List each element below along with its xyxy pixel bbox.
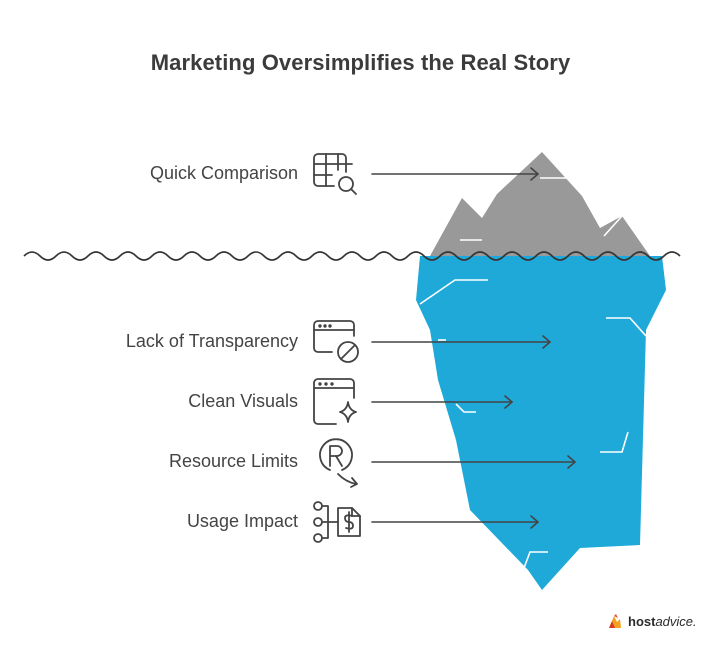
- registered-arrow-icon: [319, 438, 358, 488]
- arrow-usage-impact: [371, 515, 539, 529]
- label-quick-comparison: Quick Comparison: [149, 163, 298, 183]
- label-resource-limits: Resource Limits: [168, 451, 298, 471]
- logo-text-regular: advice.: [655, 613, 697, 629]
- logo-mark-icon: [609, 614, 621, 628]
- logo-text-bold: host: [628, 613, 656, 629]
- label-usage-impact: Usage Impact: [186, 511, 298, 531]
- label-lack-of-transparency: Lack of Transparency: [125, 331, 298, 351]
- arrow-quick-comparison: [371, 167, 539, 181]
- diagram-title: Marketing Oversimplifies the Real Story: [150, 50, 571, 75]
- iceberg-tip: [430, 152, 650, 256]
- dollar-flow-icon: [313, 501, 361, 543]
- arrow-lack-of-transparency: [371, 335, 551, 349]
- label-clean-visuals: Clean Visuals: [188, 391, 298, 411]
- hostadvice-logo: hostadvice.: [606, 611, 697, 631]
- iceberg-submerged: [416, 256, 666, 590]
- browser-sparkle-icon: [313, 378, 357, 425]
- iceberg-facets: [419, 177, 647, 569]
- arrow-resource-limits: [371, 455, 576, 469]
- arrow-clean-visuals: [371, 395, 513, 409]
- table-search-icon: [313, 153, 357, 195]
- water-line: [23, 251, 681, 261]
- browser-blocked-icon: [313, 320, 359, 363]
